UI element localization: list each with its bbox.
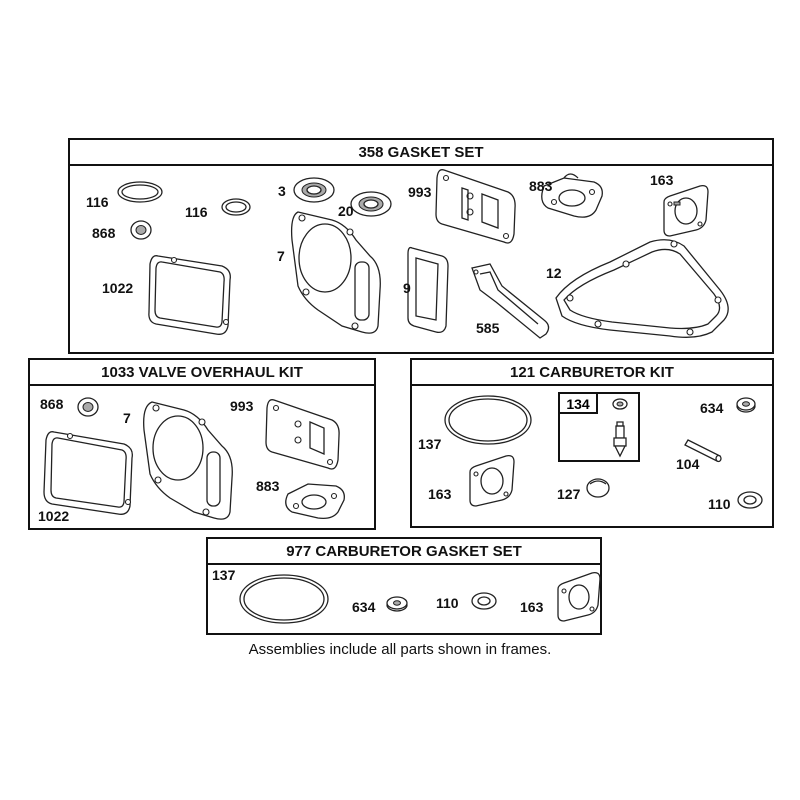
gasket-set-label-868: 868 [92, 225, 116, 241]
inlet-needle-drawing [612, 398, 628, 458]
gasket-set-label-12: 12 [546, 265, 562, 281]
gasket-set-label-116-b: 116 [185, 204, 208, 220]
part-585-breather-gasket [471, 263, 550, 339]
carb-kit-drawing [444, 395, 763, 509]
valve-kit-label-1022: 1022 [38, 508, 70, 524]
carb-gasket-set-drawing [239, 571, 601, 624]
gasket-set-label-163: 163 [650, 172, 674, 188]
valve-kit-label-868: 868 [40, 396, 64, 412]
part-883-intake-gasket [285, 483, 345, 520]
part-137-o-ring [239, 574, 329, 624]
part-883-intake-gasket [541, 173, 603, 218]
carb-gasket-set-label-110: 110 [436, 595, 459, 611]
part-7-head-gasket [290, 211, 381, 334]
part-116-ring-large [117, 181, 163, 203]
gasket-set-title: 358 GASKET SET [70, 140, 772, 166]
part-993-cover-gasket [435, 169, 516, 244]
valve-kit-frame: 1033 VALVE OVERHAUL KIT [28, 358, 376, 530]
carb-kit-label-137: 137 [418, 436, 442, 452]
part-634-washer [386, 596, 408, 612]
part-993-cover-gasket [265, 399, 340, 470]
part-110-washer [737, 491, 763, 509]
valve-kit-label-993: 993 [230, 398, 254, 414]
carb-kit-label-163: 163 [428, 486, 452, 502]
carb-kit-title: 121 CARBURETOR KIT [412, 360, 772, 386]
part-104-pin [684, 439, 722, 463]
part-110-washer [471, 592, 497, 610]
gasket-set-label-116-a: 116 [86, 194, 109, 210]
valve-kit-drawing [43, 397, 345, 520]
gasket-set-label-3: 3 [278, 183, 286, 199]
part-20-oil-seal [350, 191, 392, 217]
carb-gasket-set-label-137: 137 [212, 567, 236, 583]
carb-kit-label-634: 634 [700, 400, 724, 416]
gasket-set-label-9: 9 [403, 280, 411, 296]
gasket-set-label-585: 585 [476, 320, 500, 336]
valve-kit-label-883: 883 [256, 478, 280, 494]
part-9-pushrod-gasket [407, 246, 449, 334]
part-1022-gasket [43, 431, 133, 515]
gasket-set-label-883: 883 [529, 178, 553, 194]
inlet-needle-subframe-title: 134 [560, 394, 598, 414]
part-163-carb-gasket [663, 184, 709, 237]
part-137-o-ring [444, 395, 532, 445]
assemblies-footnote: Assemblies include all parts shown in fr… [248, 641, 552, 658]
gasket-set-drawing [117, 169, 729, 339]
carb-gasket-set-frame: 977 CARBURETOR GASKET SET 137 634 110 16… [206, 537, 602, 635]
part-163-carb-gasket [469, 454, 515, 507]
valve-kit-label-7: 7 [123, 410, 131, 426]
part-127-plug [586, 478, 610, 498]
carb-gasket-set-label-634: 634 [352, 599, 376, 615]
part-634-washer [736, 397, 756, 413]
part-12-crankcase-gasket [555, 239, 729, 338]
gasket-set-label-1022: 1022 [102, 280, 134, 296]
part-116-ring-small [221, 198, 251, 216]
valve-kit-title: 1033 VALVE OVERHAUL KIT [30, 360, 374, 386]
part-3-oil-seal [293, 177, 335, 203]
carb-kit-label-110: 110 [708, 496, 731, 512]
carb-kit-label-127: 127 [557, 486, 581, 502]
part-868-seal [130, 220, 152, 240]
gasket-set-label-20: 20 [338, 203, 354, 219]
carb-kit-frame: 121 CARBURETOR KIT 1 [410, 358, 774, 528]
carb-gasket-set-title: 977 CARBURETOR GASKET SET [208, 539, 600, 565]
part-7-head-gasket [143, 401, 233, 520]
gasket-set-frame: 358 GASKET SET [68, 138, 774, 354]
part-868-seal [77, 397, 99, 417]
gasket-set-label-993: 993 [408, 184, 432, 200]
inlet-needle-subframe: 134 [558, 392, 640, 462]
carb-kit-label-104: 104 [676, 456, 700, 472]
part-1022-gasket [148, 255, 231, 335]
gasket-set-label-7: 7 [277, 248, 285, 264]
carb-gasket-set-label-163: 163 [520, 599, 544, 615]
part-163-carb-gasket [557, 571, 601, 622]
